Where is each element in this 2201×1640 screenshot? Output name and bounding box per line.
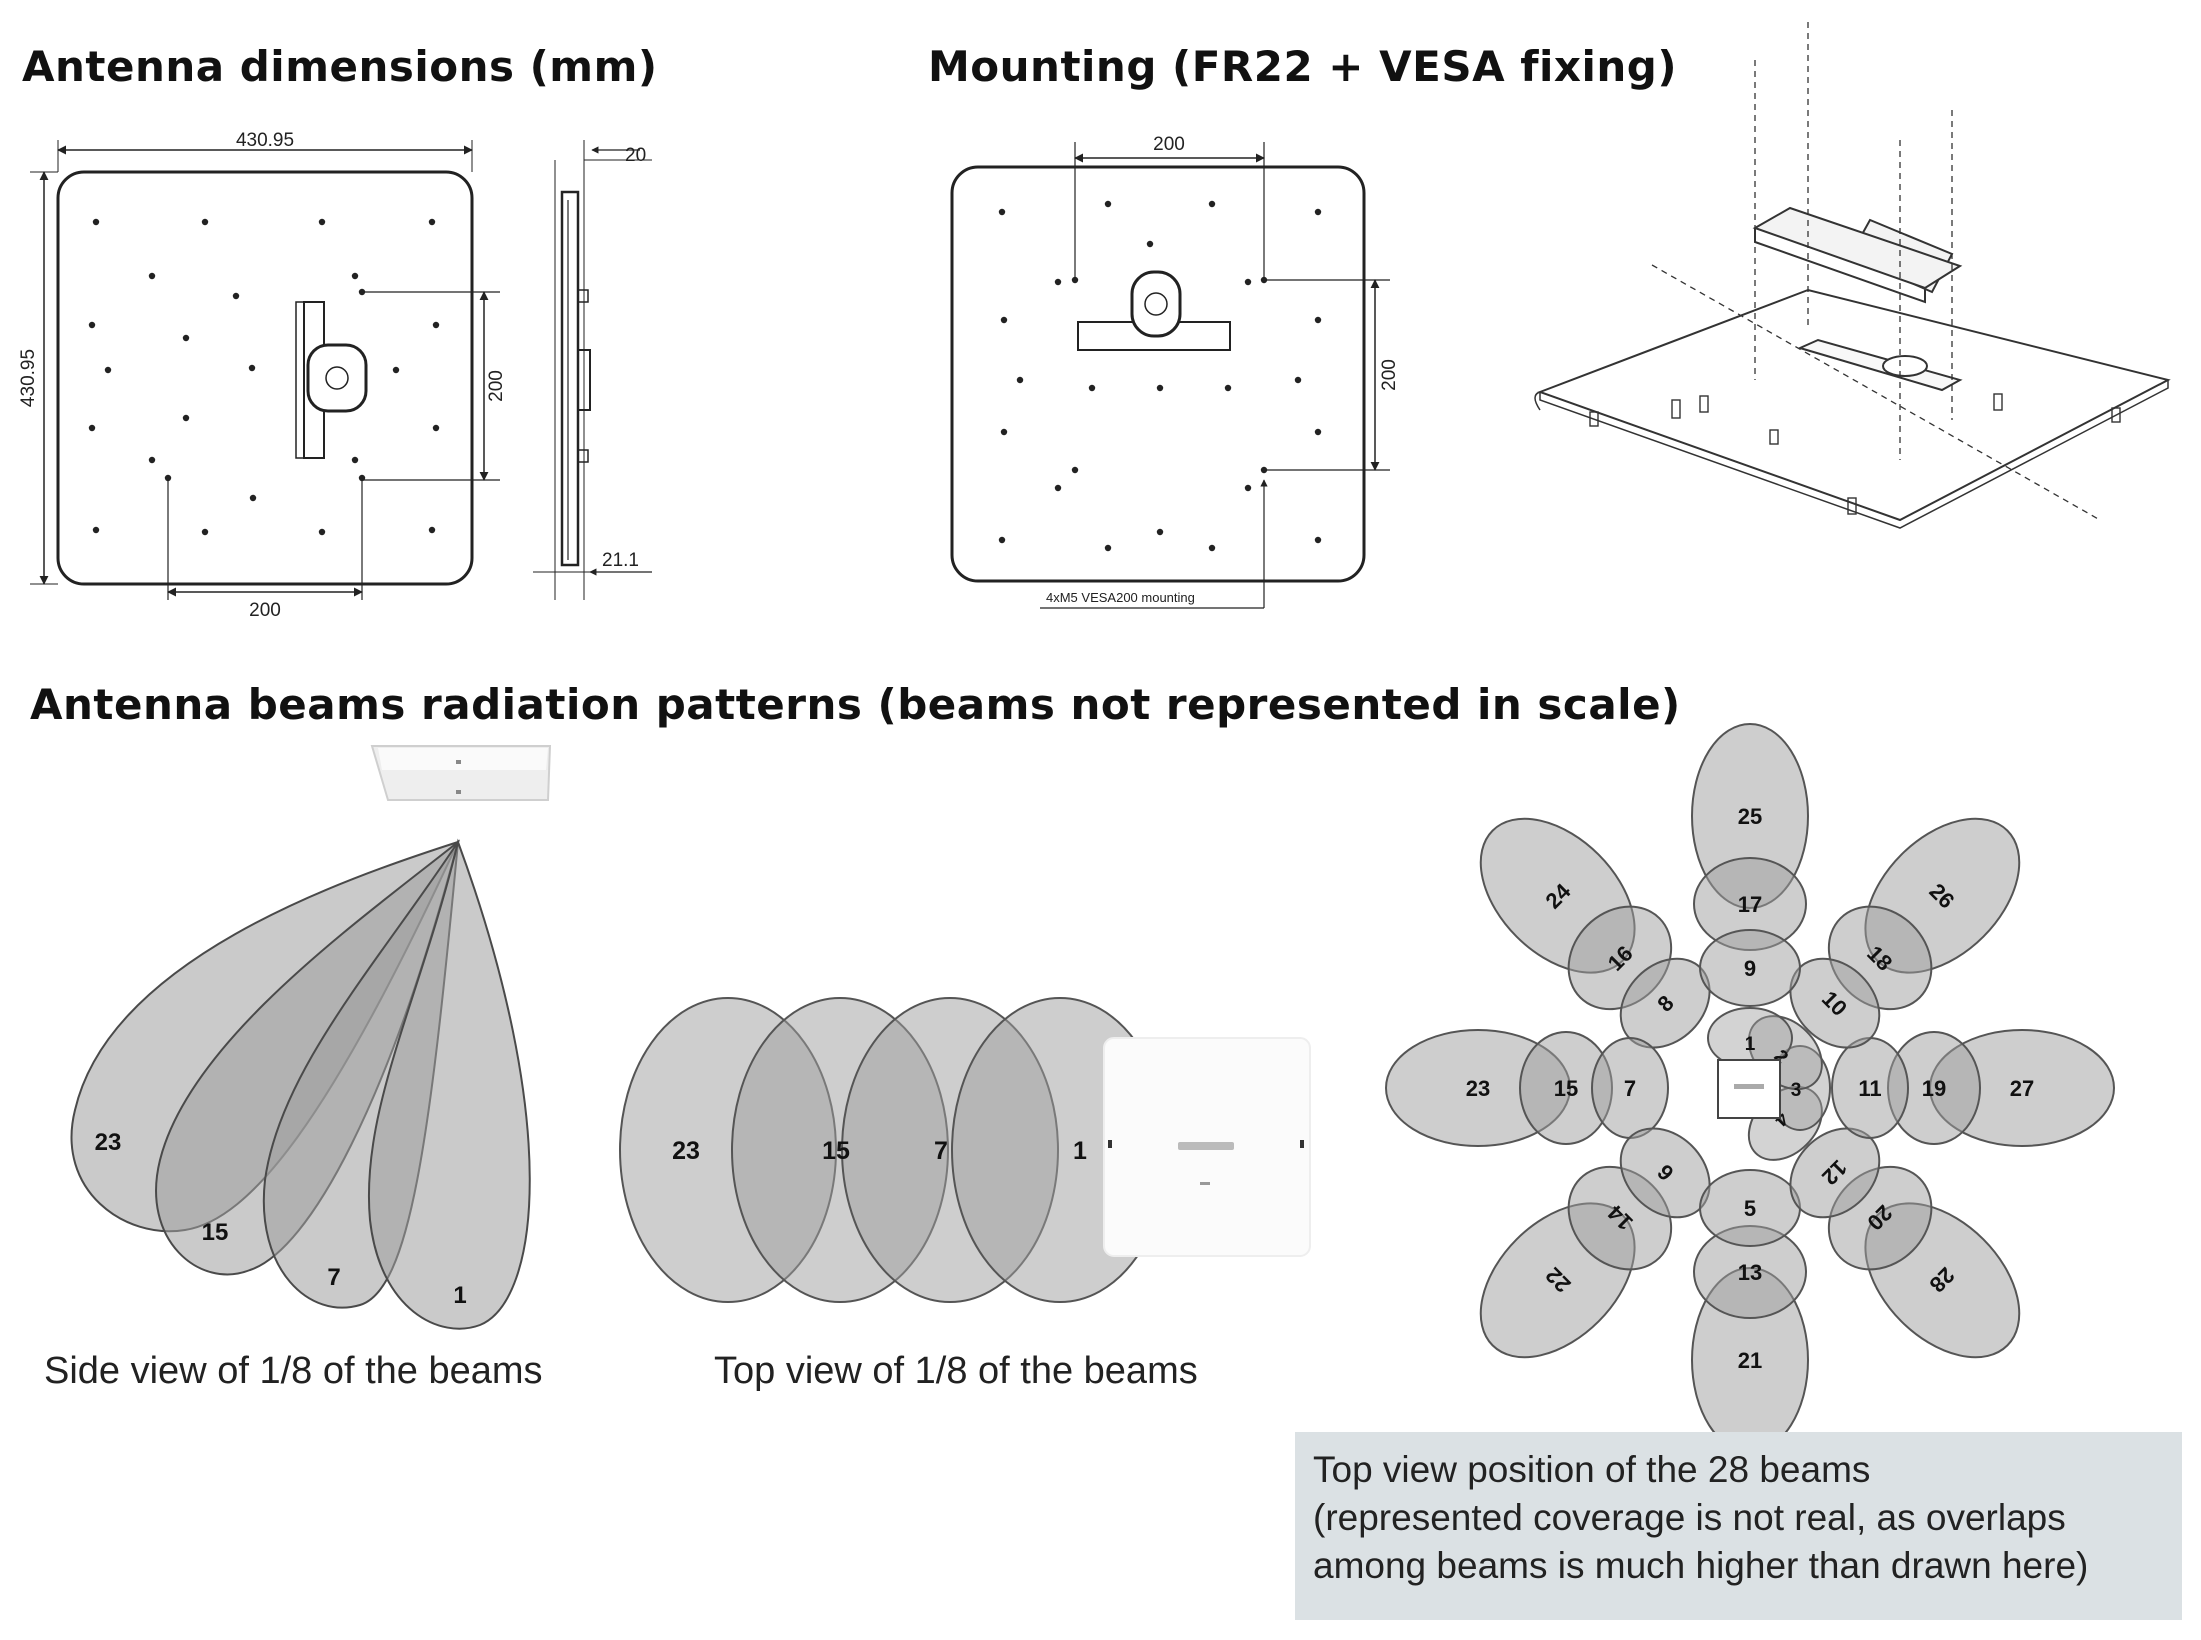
beam-label-21: 21 [1738,1348,1762,1373]
side-view-beam-labels: 23 15 7 1 [95,1129,467,1309]
dim-hole-horizontal-label: 200 [249,600,281,621]
beam-label-17: 17 [1738,892,1762,917]
beam-label-11: 11 [1858,1076,1881,1101]
beam-label-5: 5 [1744,1196,1756,1221]
side-view-caption: Side view of 1/8 of the beams [44,1350,543,1392]
top-view-caption: Top view of 1/8 of the beams [714,1350,1198,1392]
dim-depth-top-label: 20 [625,145,646,166]
vesa-mounting-label: 4xM5 VESA200 mounting [1046,590,1195,605]
side-beam-1 [368,838,531,1330]
top-beam-label-23: 23 [672,1137,700,1165]
mount-spacing-horizontal-label: 200 [1153,134,1185,155]
beam-label-15: 15 [1554,1076,1578,1101]
mounting-heading: Mounting (FR22 + VESA fixing) [928,42,1678,91]
top-view-antenna [1103,1037,1311,1257]
side-view-antenna [370,745,552,801]
beam-label-3: 3 [1791,1080,1802,1101]
beam-label-7: 7 [1624,1076,1636,1101]
beam-label-13: 13 [1738,1260,1762,1285]
beam-map: 1234910111256781718192013141516252627282… [1385,723,2115,1453]
beam-label-19: 19 [1922,1076,1946,1101]
beam-9 [1699,929,1801,1007]
top-beam-label-15: 15 [822,1137,850,1165]
side-beam-label-15: 15 [202,1219,229,1246]
antenna-dimensions-heading: Antenna dimensions (mm) [22,42,658,91]
dim-height-label: 430.95 [18,349,39,407]
side-beam-label-1: 1 [453,1282,466,1309]
antenna-front-drawing [30,140,500,600]
dimension-labels: 430.95 430.95 200 200 20 21.1 [18,130,646,621]
dim-width-label: 430.95 [236,130,294,151]
exploded-assembly-drawing [1534,22,2171,529]
beam-patterns-heading: Antenna beams radiation patterns (beams … [30,680,1681,729]
top-beam-label-1: 1 [1073,1137,1087,1165]
side-beam-label-7: 7 [327,1264,340,1291]
beam-label-25: 25 [1738,804,1762,829]
top-beam-label-7: 7 [934,1137,948,1165]
mount-spacing-vertical-label: 200 [1379,359,1400,391]
note-line-1: Top view position of the 28 beams [1313,1449,1871,1490]
note-line-3: among beams is much higher than drawn he… [1313,1545,2089,1586]
side-view-beams [70,838,531,1330]
top-view-beam-labels: 23 15 7 1 [672,1137,1087,1165]
beam-label-23: 23 [1466,1076,1490,1101]
antenna-side-profile [533,140,652,600]
side-beam-label-23: 23 [95,1129,122,1156]
beam-label-1: 1 [1745,1034,1756,1055]
dim-depth-bottom-label: 21.1 [602,550,639,571]
mounting-labels: 200 200 4xM5 VESA200 mounting [1046,134,1400,605]
dim-hole-vertical-label: 200 [486,370,507,402]
beam-coverage-note: Top view position of the 28 beams (repre… [1295,1432,2182,1620]
beam-label-27: 27 [2010,1076,2034,1101]
mounting-plate-drawing [950,142,1390,609]
note-line-2: (represented coverage is not real, as ov… [1313,1497,2066,1538]
beam-label-9: 9 [1744,956,1756,981]
beam-map-center-antenna [1717,1059,1781,1119]
